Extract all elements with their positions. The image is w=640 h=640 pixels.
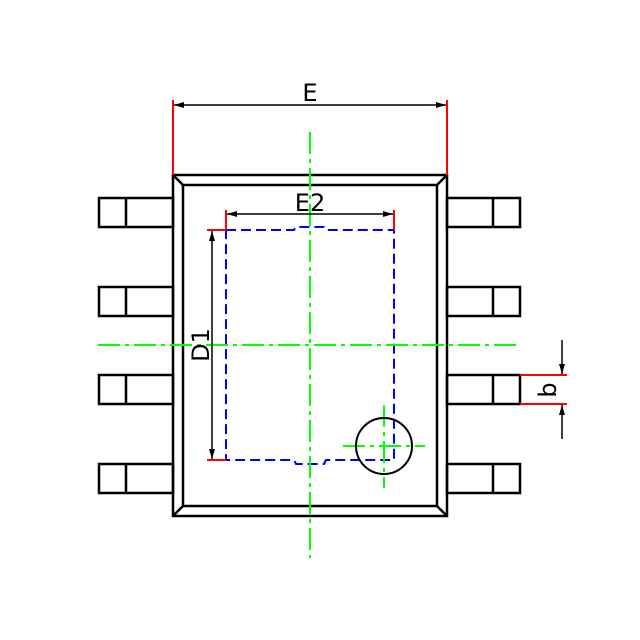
dimension-E2: E2 — [225, 189, 395, 230]
dimension-E: E — [172, 79, 448, 175]
dimension-b: b — [520, 340, 567, 439]
left-leads — [97, 196, 175, 495]
label-E2: E2 — [295, 189, 325, 217]
right-leads — [445, 196, 522, 495]
label-E: E — [302, 79, 317, 107]
dimension-D1: D1 — [187, 229, 226, 461]
label-b: b — [534, 382, 562, 397]
label-D1: D1 — [187, 328, 215, 362]
pin1-marker-circle — [355, 417, 413, 475]
